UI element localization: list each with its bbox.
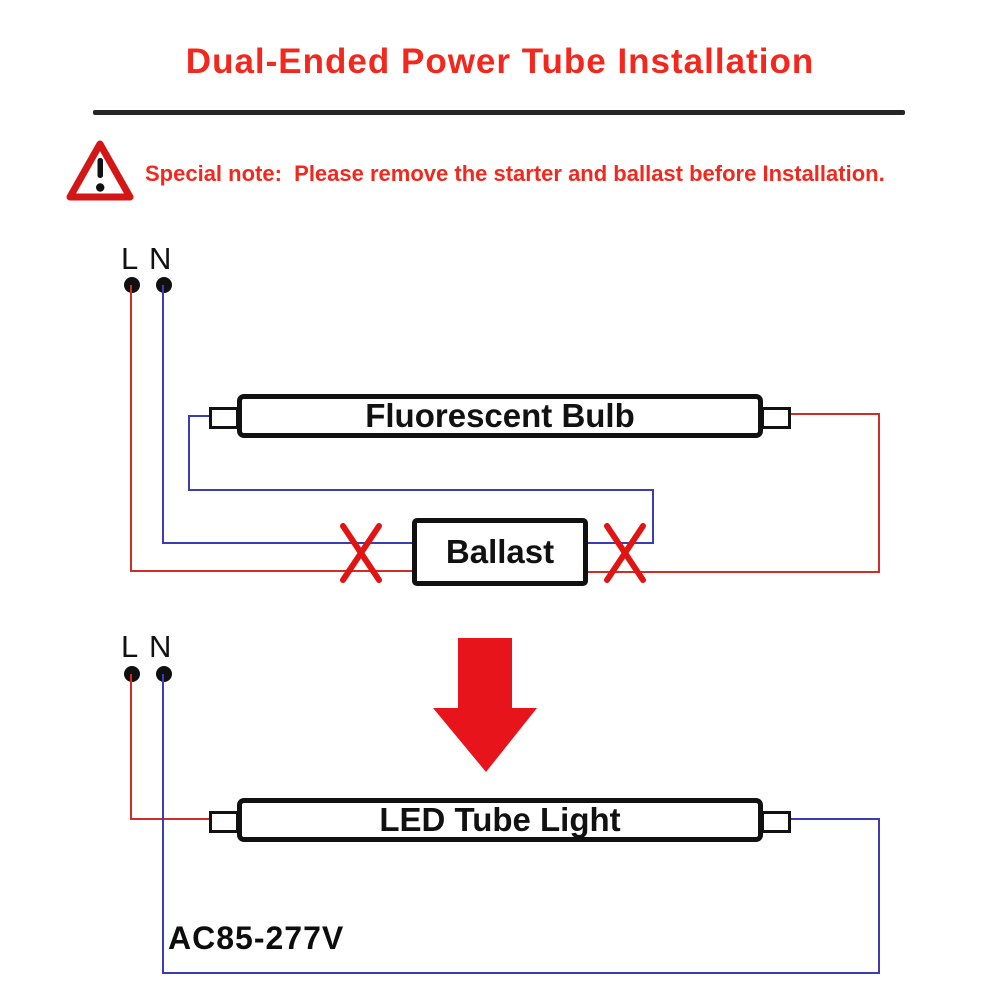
- neutral-terminal-label: N: [149, 629, 172, 664]
- neutral-terminal-dot: [156, 666, 172, 682]
- live-wire-segment: [130, 818, 210, 820]
- live-terminal-label: L: [121, 629, 139, 664]
- fluorescent-bulb-label: Fluorescent Bulb: [365, 397, 635, 434]
- neutral-terminal-dot: [156, 277, 172, 293]
- led-tube-light: LED Tube Light: [237, 798, 763, 842]
- neutral-wire-segment: [162, 542, 413, 544]
- tube-end-cap: [761, 811, 791, 833]
- neutral-wire-segment: [188, 489, 654, 491]
- page-title: Dual-Ended Power Tube Installation: [185, 42, 815, 81]
- live-terminal-label: L: [121, 241, 139, 276]
- fluorescent-bulb: Fluorescent Bulb: [237, 394, 763, 438]
- neutral-wire-segment: [878, 820, 880, 974]
- neutral-wire-segment: [790, 818, 880, 820]
- led-tube-label: LED Tube Light: [379, 801, 621, 838]
- neutral-wire-segment: [162, 674, 164, 974]
- red-x-icon: [340, 523, 382, 583]
- tube-end-cap: [209, 811, 239, 833]
- live-terminal-dot: [124, 666, 140, 682]
- live-wire-segment: [130, 285, 132, 572]
- warning-triangle-icon: [66, 140, 134, 201]
- down-arrow-icon: [433, 638, 537, 772]
- neutral-wire-segment: [652, 489, 654, 544]
- red-x-icon: [604, 523, 646, 583]
- ballast-box: Ballast: [412, 518, 588, 586]
- divider-line: [93, 110, 905, 115]
- tube-end-cap: [209, 407, 239, 429]
- warning-note: Special note: Please remove the starter …: [145, 161, 885, 186]
- live-wire-segment: [130, 570, 413, 572]
- neutral-wire-segment: [162, 285, 164, 544]
- live-terminal-dot: [124, 277, 140, 293]
- ballast-label: Ballast: [445, 533, 555, 570]
- voltage-rating-label: AC85-277V: [168, 920, 345, 956]
- live-wire-segment: [790, 413, 880, 415]
- neutral-terminal-label: N: [149, 241, 172, 276]
- neutral-wire-segment: [188, 415, 211, 417]
- tube-end-cap: [761, 407, 791, 429]
- neutral-wire-segment: [188, 415, 190, 491]
- live-wire-segment: [878, 413, 880, 573]
- live-wire-segment: [587, 571, 880, 573]
- live-wire-segment: [130, 674, 132, 820]
- neutral-wire-segment: [162, 972, 880, 974]
